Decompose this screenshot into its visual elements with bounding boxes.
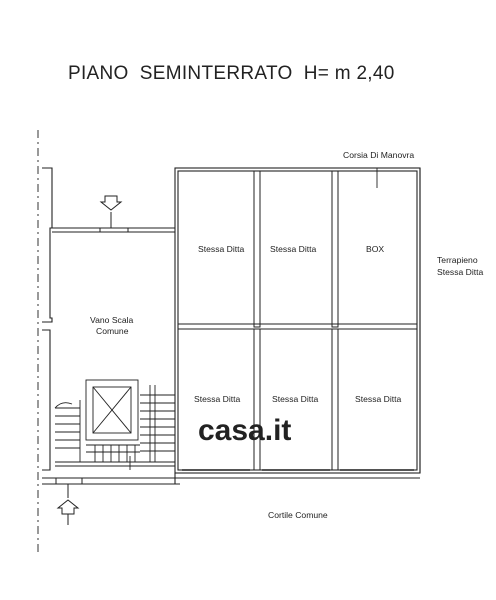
room-bottom-right-label: Stessa Ditta — [355, 394, 402, 404]
plan-title: PIANO SEMINTERRATO H= m 2,40 — [68, 63, 395, 84]
watermark: casa.it — [198, 414, 291, 447]
courtyard-label: Cortile Comune — [268, 510, 328, 520]
room-top-middle-label: Stessa Ditta — [270, 244, 317, 254]
terrain-label-line1: Terrapieno — [437, 255, 478, 265]
room-top-left-label: Stessa Ditta — [198, 244, 245, 254]
partition-walls — [178, 170, 417, 471]
room-bottom-middle-label: Stessa Ditta — [272, 394, 319, 404]
room-bottom-left-label: Stessa Ditta — [194, 394, 241, 404]
room-top-right-label: BOX — [366, 244, 384, 254]
terrain-label-line2: Stessa Ditta — [437, 267, 484, 277]
stair-label-line1: Vano Scala — [90, 315, 134, 325]
entry-arrow-top — [99, 195, 129, 233]
stair-core — [54, 379, 175, 470]
corridor-label: Corsia Di Manovra — [343, 150, 414, 160]
stair-label-line2: Comune — [96, 326, 129, 336]
entry-arrow-bottom — [55, 477, 83, 525]
